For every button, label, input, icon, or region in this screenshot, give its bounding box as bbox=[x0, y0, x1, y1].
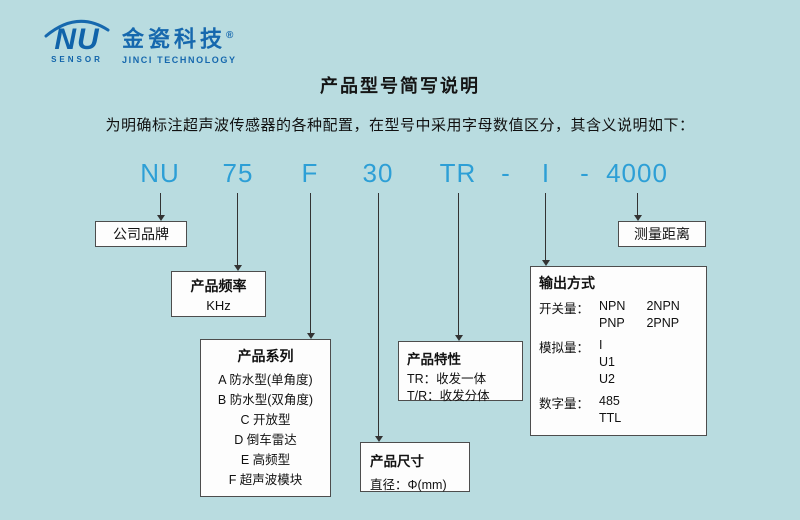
output-digital-line1: 485 bbox=[599, 393, 706, 410]
series-item-b: B 防水型(双角度) bbox=[217, 393, 314, 407]
output-switch-line1: NPN 2NPN bbox=[599, 298, 706, 315]
output-switch-label: 开关量： bbox=[539, 302, 590, 316]
output-row-analog: 模拟量： I U1 U2 bbox=[539, 337, 706, 388]
series-item-c: C 开放型 bbox=[240, 413, 291, 427]
feature-box: 产品特性 TR：收发一体 T/R：收发分体 bbox=[398, 341, 523, 403]
model-segment-4000: 4000 bbox=[606, 158, 668, 188]
model-segment-tr: TR bbox=[439, 158, 477, 188]
logo-cn-text: 金瓷科技 bbox=[122, 26, 227, 52]
output-box: 输出方式 开关量： NPN 2NPN PNP 2PNP 模拟量： I U1 U2 bbox=[530, 266, 707, 436]
model-segment-dash2: - bbox=[580, 158, 590, 188]
arrow-tr-to-feature bbox=[454, 193, 463, 341]
output-value-2npn: 2NPN bbox=[646, 299, 680, 313]
output-value-i: I bbox=[599, 338, 603, 352]
logo-names: 金瓷科技® JINCI TECHNOLOGY bbox=[122, 18, 237, 66]
output-value-u2: U2 bbox=[599, 372, 615, 386]
logo-swoosh-icon bbox=[44, 19, 110, 38]
output-value-2pnp: 2PNP bbox=[646, 316, 680, 330]
company-logo: NU SENSOR 金瓷科技® JINCI TECHNOLOGY bbox=[44, 18, 237, 65]
arrow-30-to-size bbox=[374, 193, 383, 442]
output-analog-label: 模拟量： bbox=[539, 341, 590, 355]
series-item-f: F 超声波模块 bbox=[228, 473, 303, 487]
size-title: 产品尺寸 bbox=[370, 454, 424, 469]
arrow-4000-to-distance bbox=[633, 193, 642, 221]
distance-box: 测量距离 bbox=[618, 221, 706, 247]
output-analog-values: I U1 U2 bbox=[599, 337, 706, 388]
frequency-unit: KHz bbox=[206, 298, 231, 313]
output-title: 输出方式 bbox=[539, 275, 595, 291]
output-switch-values: NPN 2NPN PNP 2PNP bbox=[599, 298, 706, 332]
series-item-d: D 倒车雷达 bbox=[234, 433, 297, 447]
output-row-switch: 开关量： NPN 2NPN PNP 2PNP bbox=[539, 298, 706, 332]
series-item-a: A 防水型(单角度) bbox=[218, 373, 313, 387]
feature-item-t-r: T/R：收发分体 bbox=[407, 389, 490, 403]
series-item-e: E 高频型 bbox=[240, 453, 291, 467]
series-box: 产品系列 A 防水型(单角度) B 防水型(双角度) C 开放型 D 倒车雷达 … bbox=[200, 339, 331, 497]
output-row-digital: 数字量： 485 TTL bbox=[539, 393, 706, 427]
intro-text: 为明确标注超声波传感器的各种配置，在型号中采用字母数值区分，其含义说明如下： bbox=[105, 117, 695, 134]
feature-item-tr: TR：收发一体 bbox=[407, 372, 487, 386]
output-analog-line2: U1 bbox=[599, 354, 706, 371]
output-value-npn: NPN bbox=[599, 299, 626, 313]
output-value-u1: U1 bbox=[599, 355, 615, 369]
output-digital-label: 数字量： bbox=[539, 397, 590, 411]
model-segment-75: 75 bbox=[222, 158, 254, 188]
size-box: 产品尺寸 直径：Φ(mm) bbox=[360, 442, 470, 492]
output-value-pnp: PNP bbox=[599, 316, 625, 330]
series-title: 产品系列 bbox=[237, 348, 294, 364]
model-segment-i: I bbox=[541, 158, 551, 188]
arrow-i-to-output bbox=[541, 193, 550, 266]
arrow-nu-to-brand bbox=[156, 193, 165, 221]
logo-sensor-text: SENSOR bbox=[51, 55, 103, 64]
size-detail: 直径：Φ(mm) bbox=[370, 478, 447, 492]
logo-nu-text: NU bbox=[54, 23, 100, 56]
arrow-f-to-series bbox=[306, 193, 315, 339]
output-analog-line1: I bbox=[599, 337, 706, 354]
logo-en-name: JINCI TECHNOLOGY bbox=[122, 55, 237, 66]
output-digital-values: 485 TTL bbox=[599, 393, 706, 427]
model-segment-nu: NU bbox=[140, 158, 180, 188]
model-segment-30: 30 bbox=[362, 158, 394, 188]
logo-cn-name: 金瓷科技® bbox=[122, 18, 237, 51]
model-segment-f: F bbox=[301, 158, 319, 188]
output-value-485: 485 bbox=[599, 394, 620, 408]
feature-title: 产品特性 bbox=[407, 352, 461, 367]
nu-logo: NU SENSOR bbox=[44, 18, 110, 64]
model-segment-dash1: - bbox=[501, 158, 511, 188]
output-digital-line2: TTL bbox=[599, 410, 706, 427]
brand-box: 公司品牌 bbox=[95, 221, 187, 247]
page-title: 产品型号简写说明 bbox=[320, 76, 480, 96]
frequency-title: 产品频率 bbox=[190, 278, 247, 294]
arrow-75-to-frequency bbox=[233, 193, 242, 271]
output-value-ttl: TTL bbox=[599, 411, 622, 425]
output-switch-line2: PNP 2PNP bbox=[599, 315, 706, 332]
frequency-box: 产品频率 KHz bbox=[171, 271, 266, 317]
output-analog-line3: U2 bbox=[599, 371, 706, 388]
registered-mark: ® bbox=[226, 30, 234, 41]
